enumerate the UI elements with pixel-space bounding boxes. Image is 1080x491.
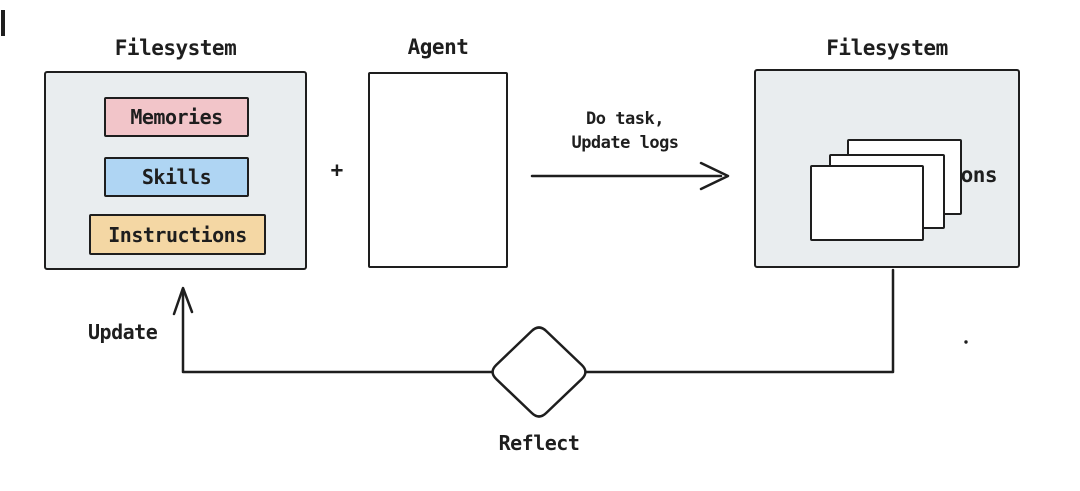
skills-box: Skills: [104, 157, 249, 197]
session-card-front: [810, 165, 924, 241]
left-panel-title: Filesystem: [114, 36, 237, 60]
skills-label: Skills: [141, 165, 212, 189]
instructions-box: Instructions: [89, 214, 266, 255]
reflect-label: Reflect: [498, 431, 580, 455]
right-panel: Agent Sessions: [754, 69, 1020, 268]
task-arrowhead: [699, 161, 730, 191]
reflect-diamond-shape: [491, 326, 587, 418]
task-arrow-label: Do task, Update logs: [540, 107, 710, 155]
task-arrow-label-line2: Update logs: [571, 133, 679, 153]
left-panel: Memories Skills Instructions: [44, 71, 307, 270]
right-panel-title: Filesystem: [826, 36, 948, 60]
update-arrowhead: [172, 286, 194, 316]
agent-title: Agent: [407, 35, 469, 59]
task-arrow-label-line1: Do task,: [586, 109, 664, 129]
edge-mark: [1, 10, 5, 36]
feedback-line: [181, 268, 895, 374]
agent-box: [368, 72, 508, 268]
plus-sign: +: [330, 158, 344, 182]
update-label: Update: [88, 320, 158, 344]
instructions-label: Instructions: [108, 222, 247, 247]
memories-box: Memories: [104, 97, 249, 137]
stray-dot: [964, 340, 968, 344]
memories-label: Memories: [130, 105, 223, 129]
